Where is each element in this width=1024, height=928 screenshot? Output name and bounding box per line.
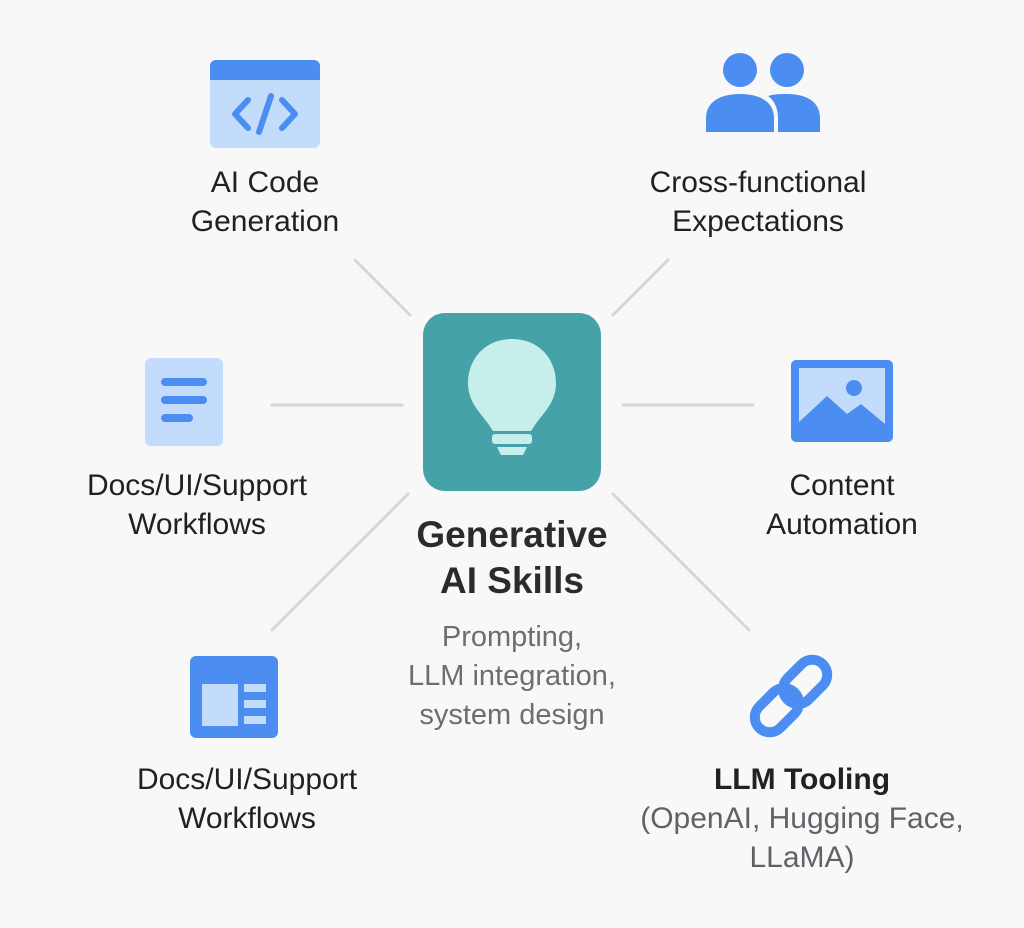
connector-top-right	[611, 258, 670, 317]
label-line: Cross-functional	[649, 166, 867, 199]
document-lines-icon	[145, 358, 223, 446]
people-icon	[706, 52, 820, 134]
center-subtitle-line: system design	[419, 699, 605, 731]
node-label-llm-tooling: LLM Tooling (OpenAI, Hugging Face, LLaMA…	[632, 760, 972, 877]
link-icon	[740, 645, 842, 747]
label-line: LLaMA)	[749, 841, 855, 874]
lightbulb-icon	[423, 313, 601, 491]
center-subtitle: Prompting, LLM integration, system desig…	[332, 618, 692, 735]
connector-bottom-left	[270, 492, 410, 632]
node-label-code-generation: AI Code Generation	[140, 163, 390, 241]
label-line: LLM Tooling	[713, 763, 891, 796]
node-label-cross-functional: Cross-functional Expectations	[608, 163, 908, 241]
label-line: Generation	[190, 205, 340, 238]
label-line: Docs/UI/Support	[86, 469, 308, 502]
layout-panel-icon	[190, 656, 278, 738]
label-line: Content	[789, 469, 895, 502]
label-line: Automation	[766, 508, 918, 541]
label-line: Workflows	[128, 508, 266, 541]
node-label-docs-workflows-2: Docs/UI/Support Workflows	[102, 760, 392, 838]
image-icon	[791, 360, 893, 442]
node-label-content-automation: Content Automation	[732, 466, 952, 544]
label-line: (OpenAI, Hugging Face,	[640, 802, 964, 835]
node-label-docs-workflows-1: Docs/UI/Support Workflows	[52, 466, 342, 544]
center-subtitle-line: Prompting,	[441, 621, 583, 653]
label-line: AI Code	[210, 166, 320, 199]
center-title-line: Generative	[416, 514, 608, 555]
label-line: Expectations	[672, 205, 844, 238]
center-title-line: AI Skills	[440, 560, 584, 601]
label-line: Workflows	[178, 802, 316, 835]
connector-top-left	[353, 258, 412, 317]
connector-bottom-right	[611, 492, 751, 632]
label-line: Docs/UI/Support	[136, 763, 358, 796]
code-window-icon	[210, 60, 320, 148]
center-subtitle-line: LLM integration,	[408, 660, 616, 692]
center-title: Generative AI Skills	[362, 512, 662, 604]
